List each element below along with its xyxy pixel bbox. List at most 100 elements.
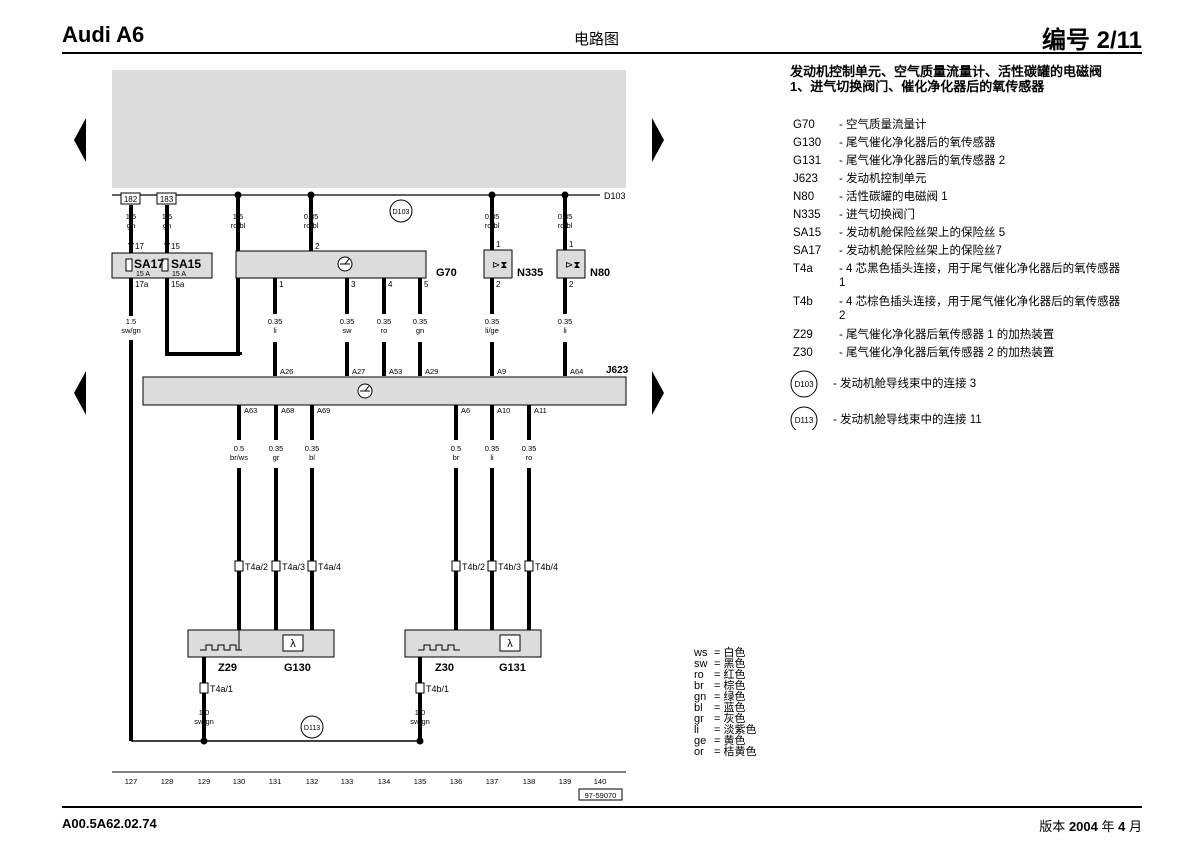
j623-ecu-box	[142, 376, 627, 406]
svg-text:λ: λ	[507, 638, 513, 650]
component-label: N335	[517, 267, 543, 279]
legend-desc: - 进气切换阀门	[839, 209, 916, 221]
connector-icon	[415, 682, 425, 694]
color-row: bl= 蓝色	[694, 702, 746, 714]
legend-desc: - 尾气催化净化器后的氧传感器	[839, 137, 996, 149]
n80-valve-box	[556, 249, 586, 279]
prev-section-arrow-icon[interactable]	[74, 371, 86, 415]
pin-label: A6	[461, 406, 470, 415]
pin-label: 5	[424, 280, 429, 289]
color-row: gr= 灰色	[694, 713, 746, 725]
oxygen-sensor-1-box	[187, 629, 335, 658]
page-number: 编号 2/11	[1041, 27, 1142, 54]
connection-circle-icon	[790, 370, 818, 398]
wire-color: ro/bl	[558, 221, 573, 230]
pin-label: 15a	[171, 280, 185, 289]
connector-label: T4a/4	[318, 562, 341, 572]
component-label: Z30	[435, 662, 454, 674]
pin-label: 1	[279, 280, 284, 289]
fuse-icon	[161, 258, 169, 272]
g70-sensor-box	[235, 250, 427, 279]
wire-color: li	[490, 453, 494, 462]
color-abbr: gn	[694, 691, 707, 703]
next-section-arrow-icon[interactable]	[652, 371, 664, 415]
component-label: G70	[436, 267, 457, 279]
wire-size: 0.35	[305, 444, 320, 453]
wire-size: 0.35	[340, 317, 355, 326]
color-name: 灰色	[723, 713, 746, 725]
version-mid: 年	[1101, 819, 1115, 834]
wire-color: li	[563, 326, 567, 335]
pin-label: 15	[171, 242, 180, 251]
pin-label: A9	[497, 367, 506, 376]
version-prefix: 版本	[1039, 819, 1066, 834]
wire-size: 0.5	[234, 444, 244, 453]
wire-color: ro/bl	[304, 221, 319, 230]
fuse-icon	[125, 258, 133, 272]
pin-label: 2	[496, 280, 501, 289]
component-label: G130	[284, 662, 311, 674]
color-row: ro= 红色	[694, 669, 746, 681]
color-abbr: or	[694, 746, 704, 758]
wire-size: 1.5	[162, 212, 172, 221]
connector-icon	[234, 560, 244, 572]
wire-color: sw	[342, 326, 352, 335]
wire-color: li/ge	[485, 326, 499, 335]
color-name: 白色	[723, 647, 746, 659]
color-name: 黑色	[723, 658, 746, 670]
ruler-number: 134	[378, 777, 391, 786]
pin-label: A26	[280, 367, 293, 376]
wire-size: 0.35	[558, 317, 573, 326]
color-abbr: br	[694, 680, 704, 692]
lambda-sensor-icon	[282, 634, 304, 652]
connection-circle-icon	[300, 715, 324, 739]
wire-color: ro/bl	[485, 221, 500, 230]
legend-code: G130	[793, 137, 822, 149]
n335-valve-box	[483, 249, 513, 279]
svg-text:λ: λ	[290, 638, 296, 650]
wire-size: 0.35	[268, 317, 283, 326]
connector-label: T4b/4	[535, 562, 558, 572]
next-page-arrow-icon[interactable]	[652, 118, 664, 162]
wire-size: 1.5	[126, 317, 136, 326]
legend-code: SA15	[793, 227, 822, 239]
connection-label: D103	[393, 209, 410, 216]
connector-label: T4b/1	[426, 684, 449, 694]
valve-icon: ⊳⧗	[565, 260, 580, 271]
wire-color: gr	[273, 453, 280, 462]
connection-circle-icon	[389, 199, 413, 223]
wire-color: gn	[416, 326, 424, 335]
color-name: 棕色	[723, 680, 746, 692]
ref-label: 183	[160, 195, 174, 204]
connector-icon	[487, 560, 497, 572]
ruler-number: 139	[559, 777, 572, 786]
ruler-number: 130	[233, 777, 246, 786]
connection-code: D113	[795, 416, 814, 425]
pin-label: 1	[569, 240, 574, 249]
legend-code: T4b	[793, 296, 813, 308]
connector-label: T4b/3	[498, 562, 521, 572]
pin-label: 2	[315, 242, 320, 251]
ruler-number: 133	[341, 777, 354, 786]
wire-color: ro	[381, 326, 388, 335]
relay-panel	[112, 70, 626, 188]
pin-label: 4	[388, 280, 393, 289]
wire-color: li	[273, 326, 277, 335]
pin-label: A53	[389, 367, 402, 376]
color-name: 桔黄色	[723, 746, 757, 758]
color-row: li= 淡紫色	[694, 724, 757, 736]
legend-code: N335	[793, 209, 821, 221]
wire-size: 0.35	[413, 317, 428, 326]
wire-color: br/ws	[230, 453, 248, 462]
prev-page-arrow-icon[interactable]	[74, 118, 86, 162]
ref-box	[120, 192, 141, 205]
wire-size: 0.35	[304, 212, 319, 221]
color-name: 黄色	[723, 735, 746, 747]
version-month: 4	[1118, 819, 1126, 834]
color-row: br= 棕色	[694, 680, 746, 692]
version-year: 2004	[1068, 819, 1098, 834]
ruler-number: 137	[486, 777, 499, 786]
connector-icon	[451, 560, 461, 572]
connector-icon	[199, 682, 209, 694]
connector-icon	[524, 560, 534, 572]
